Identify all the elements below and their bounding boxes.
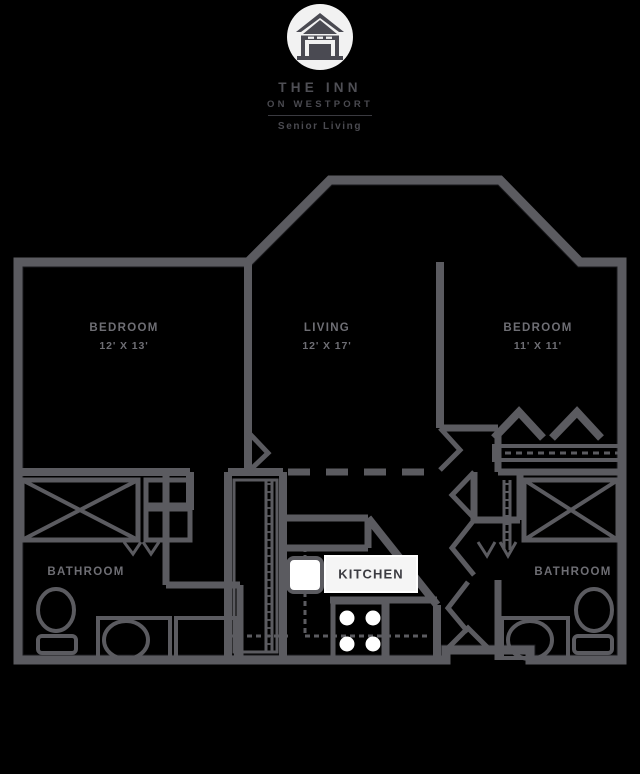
closet-left-bedroom <box>19 477 193 543</box>
range-kitchen <box>330 599 390 663</box>
closet-left-door-swing <box>122 541 161 557</box>
tub-left <box>96 616 172 661</box>
room-dims-bedroom-left: 12' X 13' <box>99 340 148 352</box>
room-dims-bedroom-right: 11' X 11' <box>514 340 562 352</box>
floor-plan-container: BEDROOM 12' X 13' LIVING 12' X 17' BEDRO… <box>0 150 640 774</box>
brand-divider <box>268 114 372 116</box>
vanity-left <box>174 616 238 660</box>
room-label-bedroom-right: BEDROOM <box>503 322 572 334</box>
room-label-bathroom-left: BATHROOM <box>47 566 124 578</box>
kitchen-label-group: KITCHEN <box>324 555 418 593</box>
exterior-walls <box>13 175 627 665</box>
door-swings <box>246 426 492 652</box>
room-dims-living: 12' X 17' <box>302 340 351 352</box>
closet-hall-rod <box>232 478 279 654</box>
sink-kitchen <box>286 548 324 594</box>
brand-tagline: Senior Living <box>277 120 363 132</box>
pagoda-building-icon <box>287 4 353 70</box>
closet-bifold-right <box>491 406 624 462</box>
room-label-kitchen: KITCHEN <box>338 566 403 581</box>
room-labels: BEDROOM 12' X 13' LIVING 12' X 17' BEDRO… <box>47 322 611 578</box>
brand-logo-block: THE INN ON WESTPORT Senior Living <box>0 0 640 150</box>
room-label-bedroom-left: BEDROOM <box>89 322 158 334</box>
closet-right-bedroom <box>521 477 621 543</box>
tub-right <box>500 616 570 661</box>
floor-plan-drawing: BEDROOM 12' X 13' LIVING 12' X 17' BEDRO… <box>0 150 640 774</box>
closet-right-hall-rod <box>502 480 512 550</box>
room-label-bathroom-right: BATHROOM <box>534 566 611 578</box>
toilet-left <box>36 587 78 655</box>
kitchen-plumbing-lines <box>230 592 430 638</box>
room-label-living: LIVING <box>304 322 350 334</box>
toilet-right <box>572 587 614 655</box>
kitchen-label-box <box>324 555 418 593</box>
brand-name-primary: THE INN <box>278 80 362 95</box>
brand-name-secondary: ON WESTPORT <box>267 98 373 110</box>
